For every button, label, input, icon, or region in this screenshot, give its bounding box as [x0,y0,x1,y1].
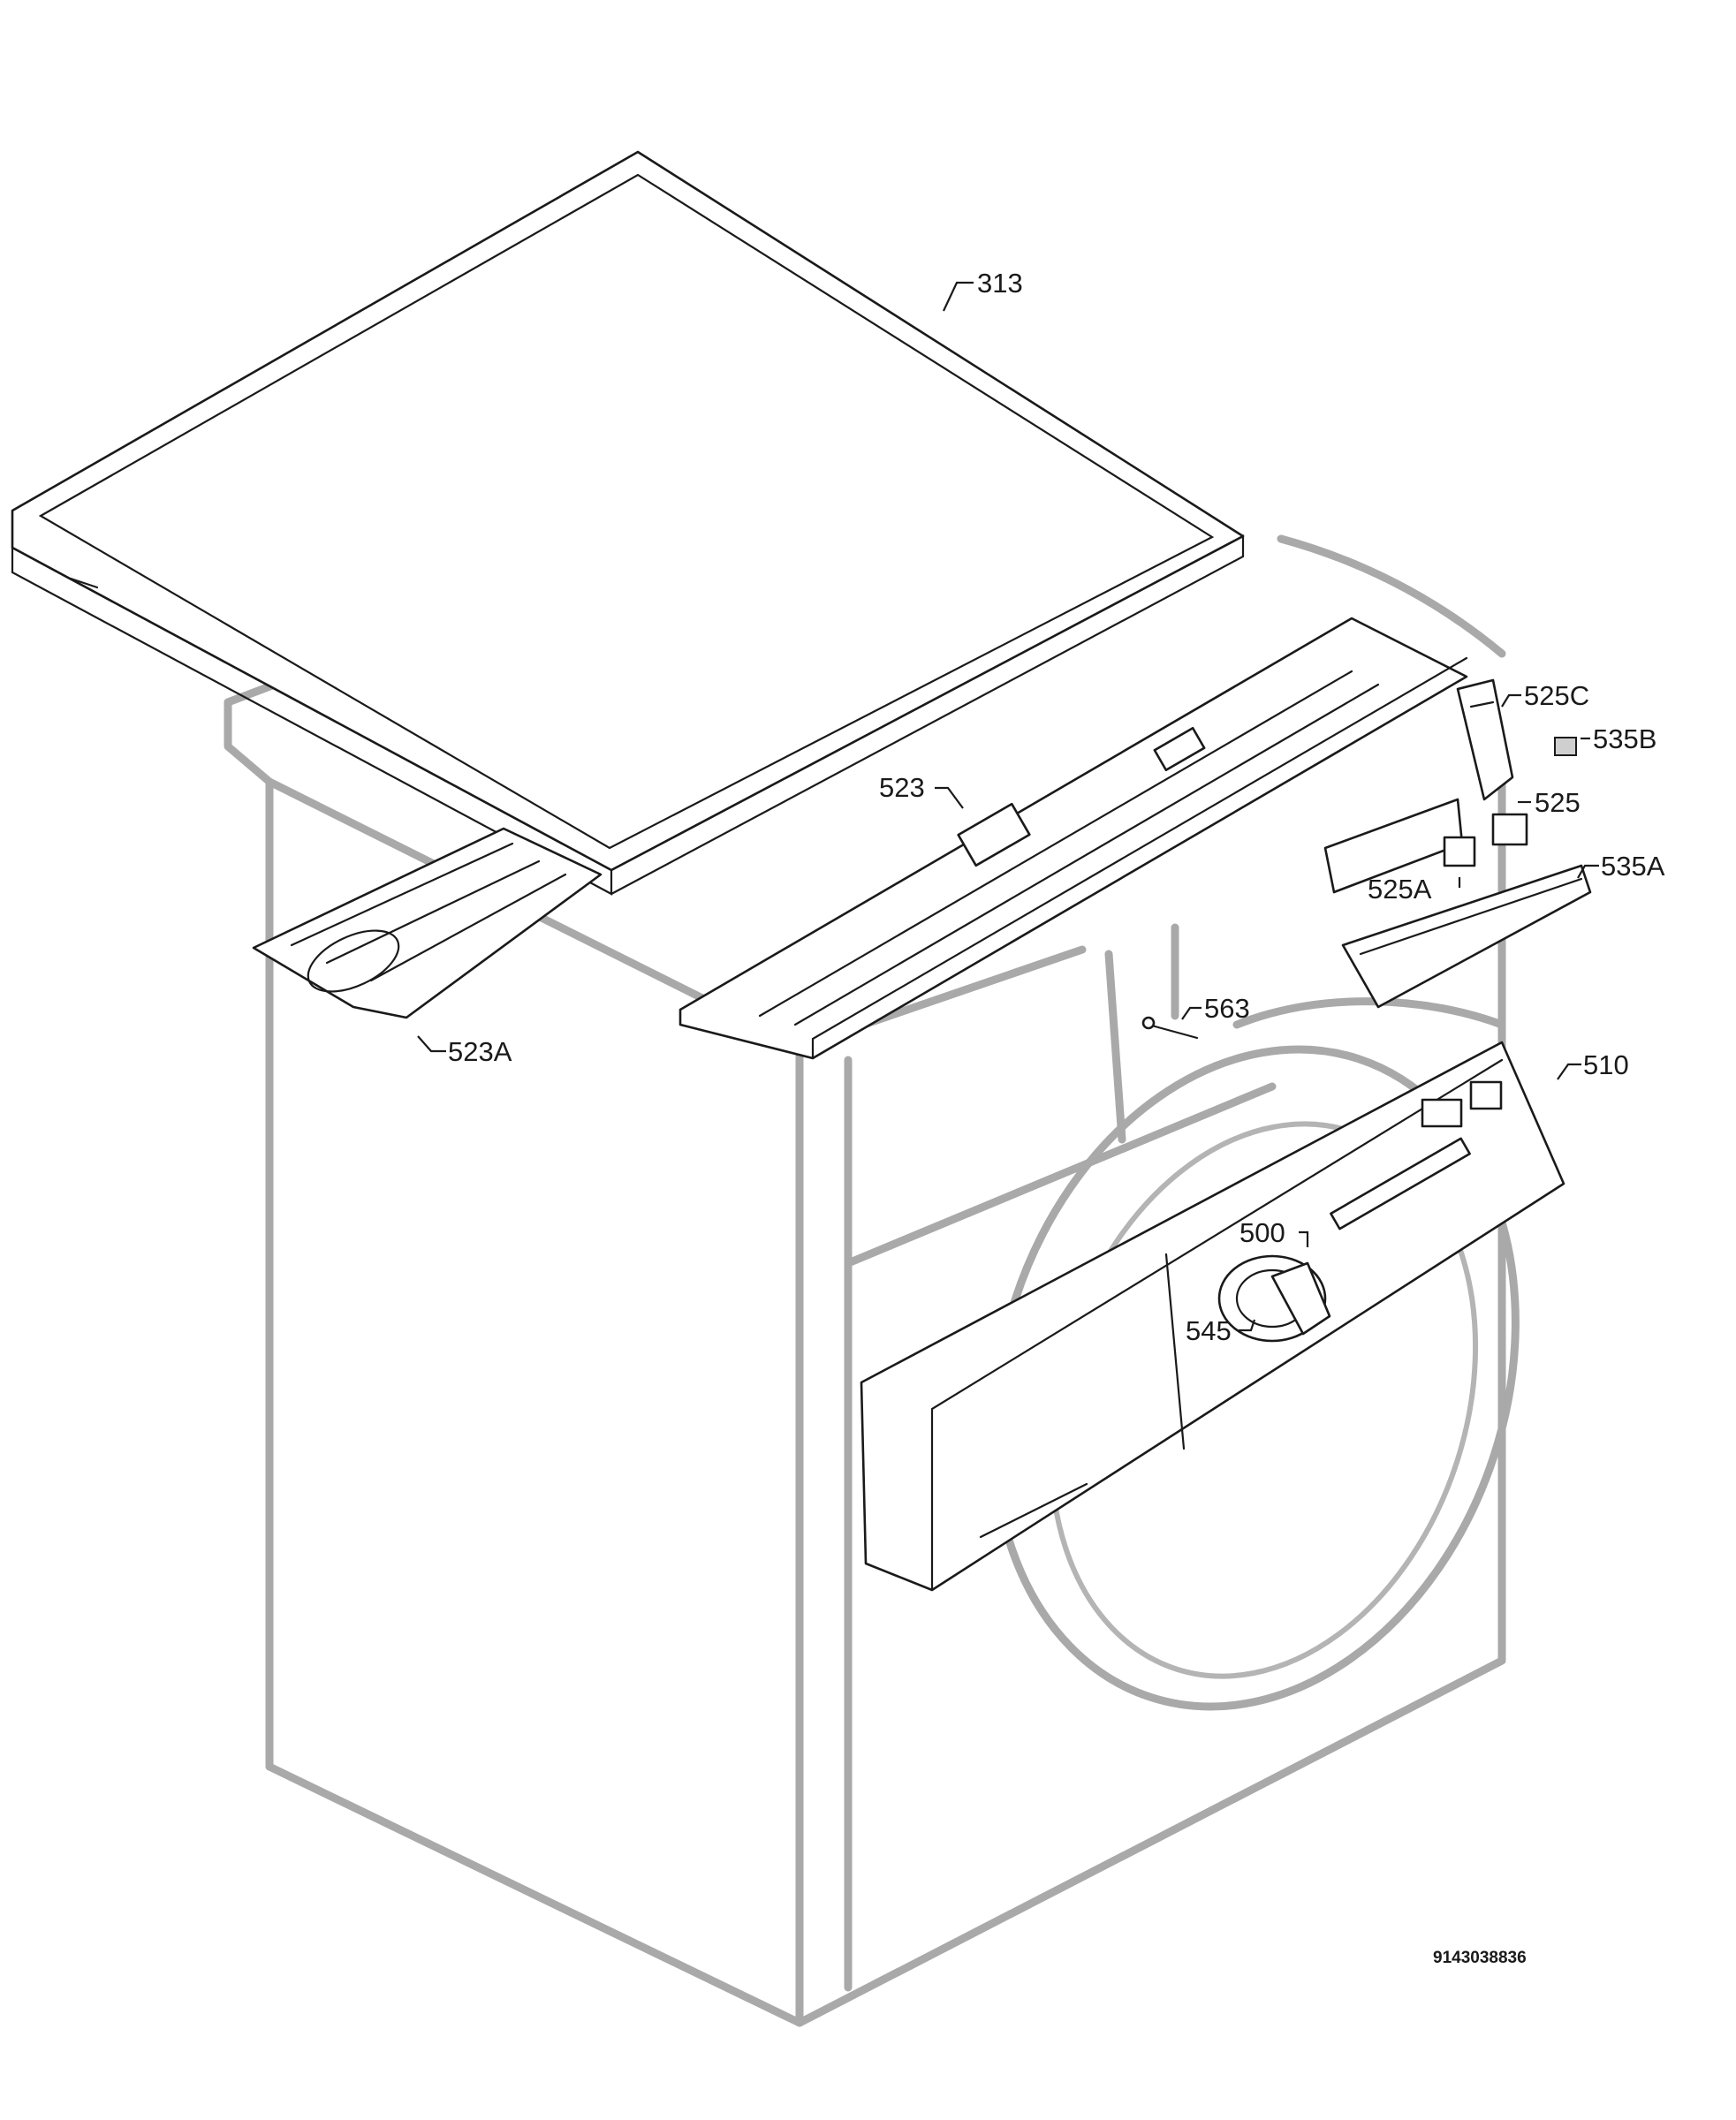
callout-523a: 523A [448,1036,512,1067]
callout-313: 313 [977,268,1023,299]
callout-535a: 535A [1601,851,1665,882]
callout-525: 525 [1535,787,1581,818]
rear-rail [678,617,1468,1060]
callout-545: 545 [1186,1315,1232,1346]
callout-525a: 525A [1368,874,1432,905]
control-panel [860,1041,1565,1592]
leader-523a [417,1035,446,1053]
leader-313 [943,281,974,312]
leader-545 [1239,1319,1256,1332]
callout-510: 510 [1583,1049,1629,1080]
leader-525c [1501,693,1521,708]
callout-523: 523 [879,772,925,803]
callout-leaders [417,281,1599,1332]
pin-563 [1141,1016,1199,1040]
program-knob [1217,1254,1331,1343]
leader-510 [1557,1063,1581,1080]
worktop-lid [11,150,1245,896]
leader-523 [935,786,964,809]
callout-525c: 525C [1524,680,1589,711]
callout-500: 500 [1239,1217,1285,1248]
leader-535a [1577,864,1599,879]
circuit-board [1323,798,1528,894]
switch-strip-535a [1341,864,1592,1009]
document-number: 9143038836 [1433,1949,1527,1967]
switch-535b [1554,737,1577,756]
left-rail [252,827,603,1019]
callout-563: 563 [1204,993,1250,1024]
bracket-525c [1456,678,1514,801]
leader-500 [1299,1230,1309,1247]
leader-563 [1181,1006,1202,1020]
callout-labels: 313 525C 535B 523 525 535A 525A 563 523A… [448,268,1665,1346]
callout-535b: 535B [1593,723,1656,754]
